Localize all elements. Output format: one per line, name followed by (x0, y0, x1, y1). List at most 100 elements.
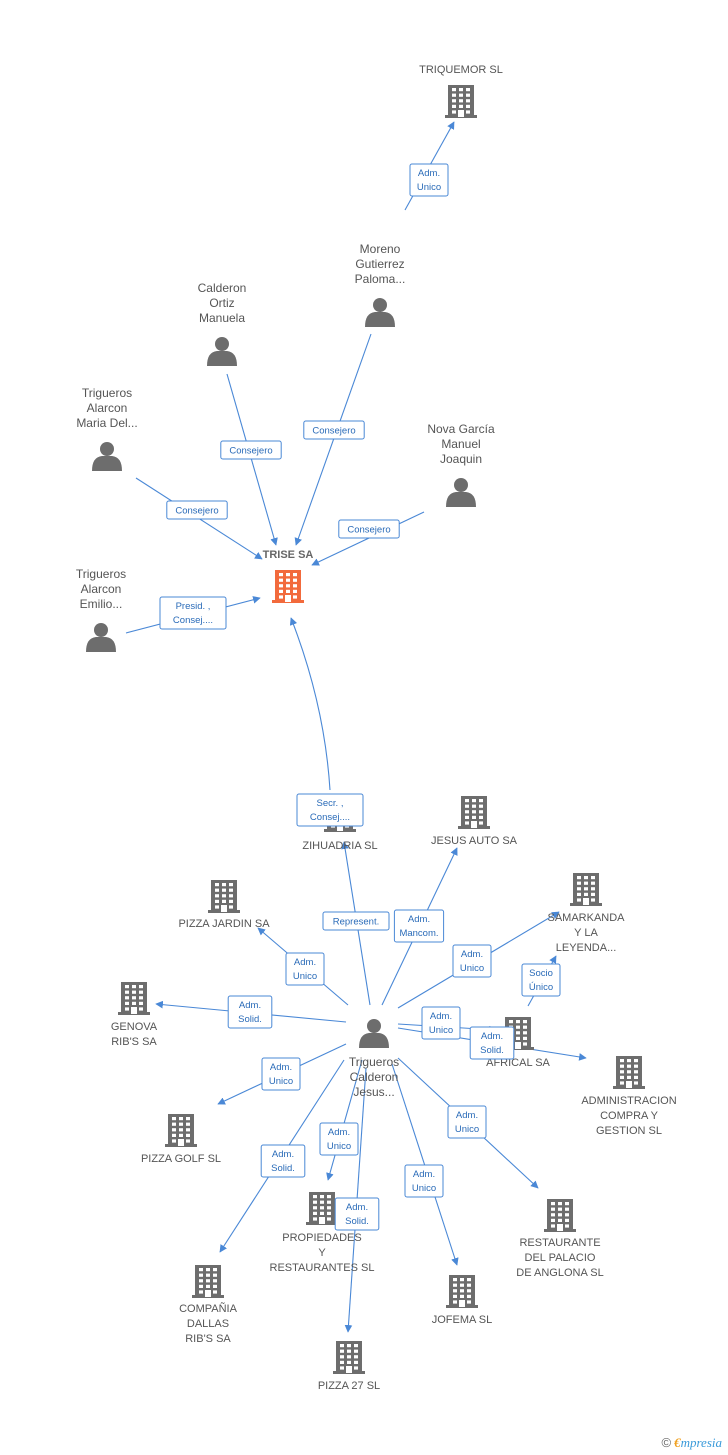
edge-label-jesus-to-jesus_auto[interactable]: Adm.Mancom. (393, 909, 445, 943)
edge-label-jesus-to-compania[interactable]: Adm.Solid. (260, 1144, 306, 1178)
edge-label-trig_emilio-to-trise[interactable]: Presid. ,Consej.... (159, 596, 227, 630)
node-jesus[interactable]: TriguerosCalderonJesus... (349, 1019, 399, 1099)
building-window (125, 985, 129, 989)
edge-label-jesus-to-admin_compra[interactable]: Adm.Solid. (469, 1026, 515, 1060)
edge-label-box (227, 995, 273, 1029)
edge-label-box (452, 944, 492, 978)
edge-label-box (285, 952, 325, 986)
person-icon (92, 442, 122, 471)
building-door (459, 1300, 465, 1307)
edge-label-jesus-to-zihuadria[interactable]: Represent. (322, 911, 390, 931)
person-head (367, 1019, 381, 1033)
edge-label-text: Socio (529, 968, 553, 979)
edge-label-text: Unico (293, 971, 317, 982)
node-pizza27[interactable]: PIZZA 27 SL (318, 1341, 380, 1392)
building-window (132, 990, 136, 994)
node-label: Nova García (427, 422, 495, 436)
edge-label-jesus-to-pizza_jardin[interactable]: Adm.Unico (285, 952, 325, 986)
building-window (479, 799, 483, 803)
node-jofema[interactable]: JOFEMA SL (432, 1275, 493, 1326)
building-window (199, 1273, 203, 1277)
node-jesus_auto[interactable]: JESUS AUTO SA (431, 796, 518, 847)
node-moreno[interactable]: MorenoGutierrezPaloma... (355, 242, 406, 327)
building-window (584, 876, 588, 880)
edge-label-box (166, 500, 228, 520)
node-label: ZIHUADRIA SL (302, 840, 377, 852)
node-triquemor[interactable]: TRIQUEMOR SL (419, 64, 503, 118)
edge-label-text: Mancom. (399, 928, 438, 939)
building-window (132, 996, 136, 1000)
building-window (340, 1366, 344, 1370)
edge-label-jesus-to-genova[interactable]: Adm.Solid. (227, 995, 273, 1029)
edge-label-box (421, 1006, 461, 1040)
edge-label-box (469, 1026, 515, 1060)
edge-label-text: Consej.... (173, 615, 213, 626)
building-window (347, 1349, 351, 1353)
building-window (206, 1273, 210, 1277)
building-window (172, 1139, 176, 1143)
nodes-layer: TRISE SA TRIQUEMOR SL MorenoGutierrezPalom… (76, 64, 677, 1392)
edge-label-jesus-to-jofema[interactable]: Adm.Unico (404, 1164, 444, 1198)
building-window (279, 589, 283, 593)
building-window (172, 1128, 176, 1132)
building-icon (306, 1192, 338, 1225)
building-window (279, 573, 283, 577)
building-window (139, 1007, 143, 1011)
building-window (558, 1213, 562, 1217)
edge-label-trig_maria-to-trise[interactable]: Consejero (166, 500, 228, 520)
node-label: Manuela (199, 311, 245, 325)
building-window (523, 1036, 527, 1040)
node-label: Trigueros (349, 1055, 399, 1069)
node-pizza_golf[interactable]: PIZZA GOLF SL (141, 1114, 221, 1165)
building-window (453, 1278, 457, 1282)
edge-label-jesus-to-africal[interactable]: Adm.Unico (421, 1006, 461, 1040)
building-window (452, 104, 456, 108)
edge-label-jesus-to-pizza27[interactable]: Adm.Solid. (334, 1197, 380, 1231)
edge-label-jesus-to-pizza_golf[interactable]: Adm.Unico (261, 1057, 301, 1091)
edge-label-jesus-to-restaurante[interactable]: Adm.Unico (447, 1105, 487, 1139)
building-window (577, 876, 581, 880)
building-window (199, 1268, 203, 1272)
building-window (452, 110, 456, 114)
building-window (453, 1289, 457, 1293)
building-window (634, 1070, 638, 1074)
node-trise[interactable]: TRISE SA (263, 549, 314, 603)
edge-label-text: Consej.... (310, 812, 350, 823)
edge-label-text: Adm. (481, 1031, 503, 1042)
edge-label-jesus-to-trise[interactable]: Secr. ,Consej.... (296, 793, 364, 827)
edge-label-text: Consejero (347, 525, 390, 536)
person-head (215, 337, 229, 351)
edge-label-jesus-to-samarkanda[interactable]: Adm.Unico (452, 944, 492, 978)
edge-label-moreno-to-triquemor[interactable]: Adm.Unico (409, 163, 449, 197)
edge-label-jesus-to-propiedades[interactable]: Adm.Unico (319, 1122, 359, 1156)
edge-label-calderon-to-trise[interactable]: Consejero (220, 440, 282, 460)
edge-label-text: Adm. (328, 1127, 350, 1138)
building-window (516, 1036, 520, 1040)
node-pizza_jardin[interactable]: PIZZA JARDIN SA (178, 880, 270, 930)
edge-label-text: Represent. (333, 917, 379, 928)
node-trig_emilio[interactable]: TriguerosAlarconEmilio... (76, 567, 126, 652)
building-window (472, 804, 476, 808)
building-window (591, 892, 595, 896)
edge-label-box (409, 163, 449, 197)
person-head (94, 623, 108, 637)
node-label: Manuel (441, 437, 480, 451)
building-window (206, 1279, 210, 1283)
building-window (467, 1300, 471, 1304)
edge-label-nova-to-trise[interactable]: Consejero (338, 519, 400, 539)
edge-label-moreno-to-trise[interactable]: Consejero (303, 420, 365, 440)
node-label: DE ANGLONA SL (516, 1267, 603, 1279)
building-window (466, 110, 470, 114)
node-label: TRIQUEMOR SL (419, 64, 503, 76)
brand-name: mpresia (680, 1435, 722, 1450)
